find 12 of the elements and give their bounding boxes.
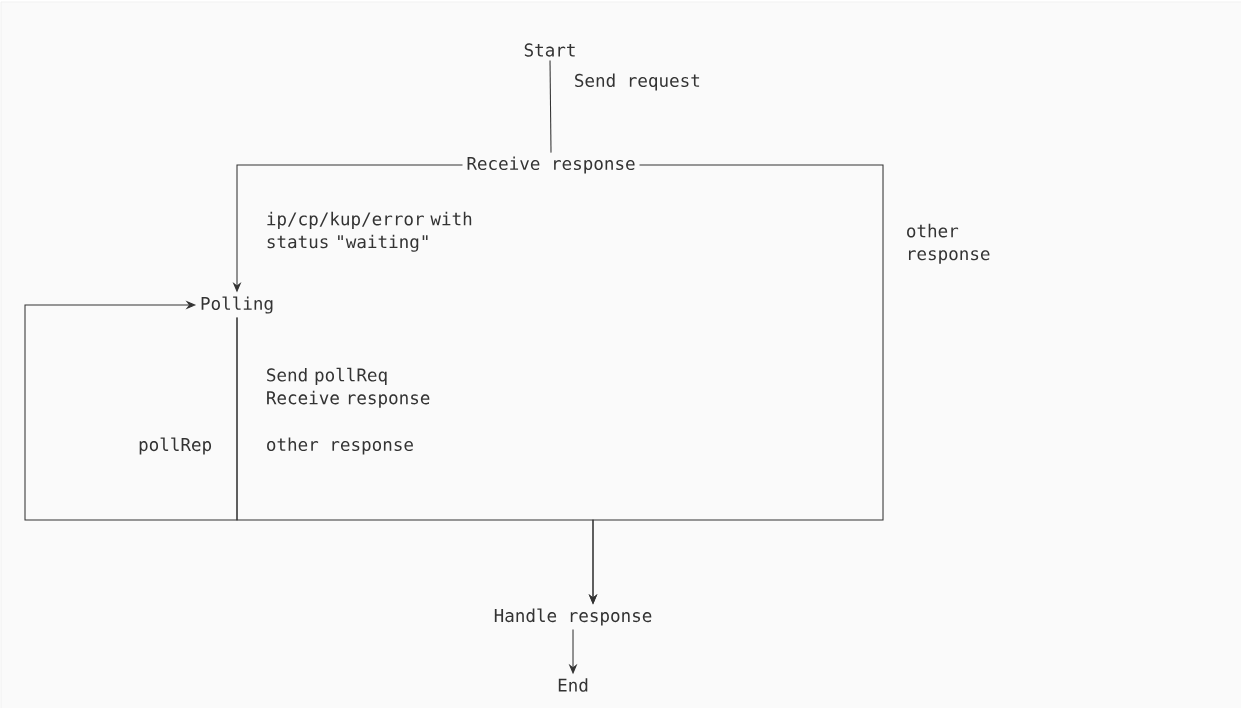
edge-label: pollRep xyxy=(139,437,212,455)
note-text: Send pollReq Receive response xyxy=(267,367,430,408)
edge-label: ip/cp/kup/error with status "waiting" xyxy=(267,211,472,252)
state-label: Start xyxy=(524,43,575,57)
edge-label: Send request xyxy=(575,73,700,91)
state-label: End xyxy=(558,678,588,692)
state-label: Receive response xyxy=(467,156,635,174)
edge-label: other response xyxy=(267,437,413,455)
arrow xyxy=(24,300,238,521)
state-label: Handle response xyxy=(494,608,652,626)
edge-label: other response xyxy=(907,223,990,264)
state-label: Polling xyxy=(201,296,273,314)
